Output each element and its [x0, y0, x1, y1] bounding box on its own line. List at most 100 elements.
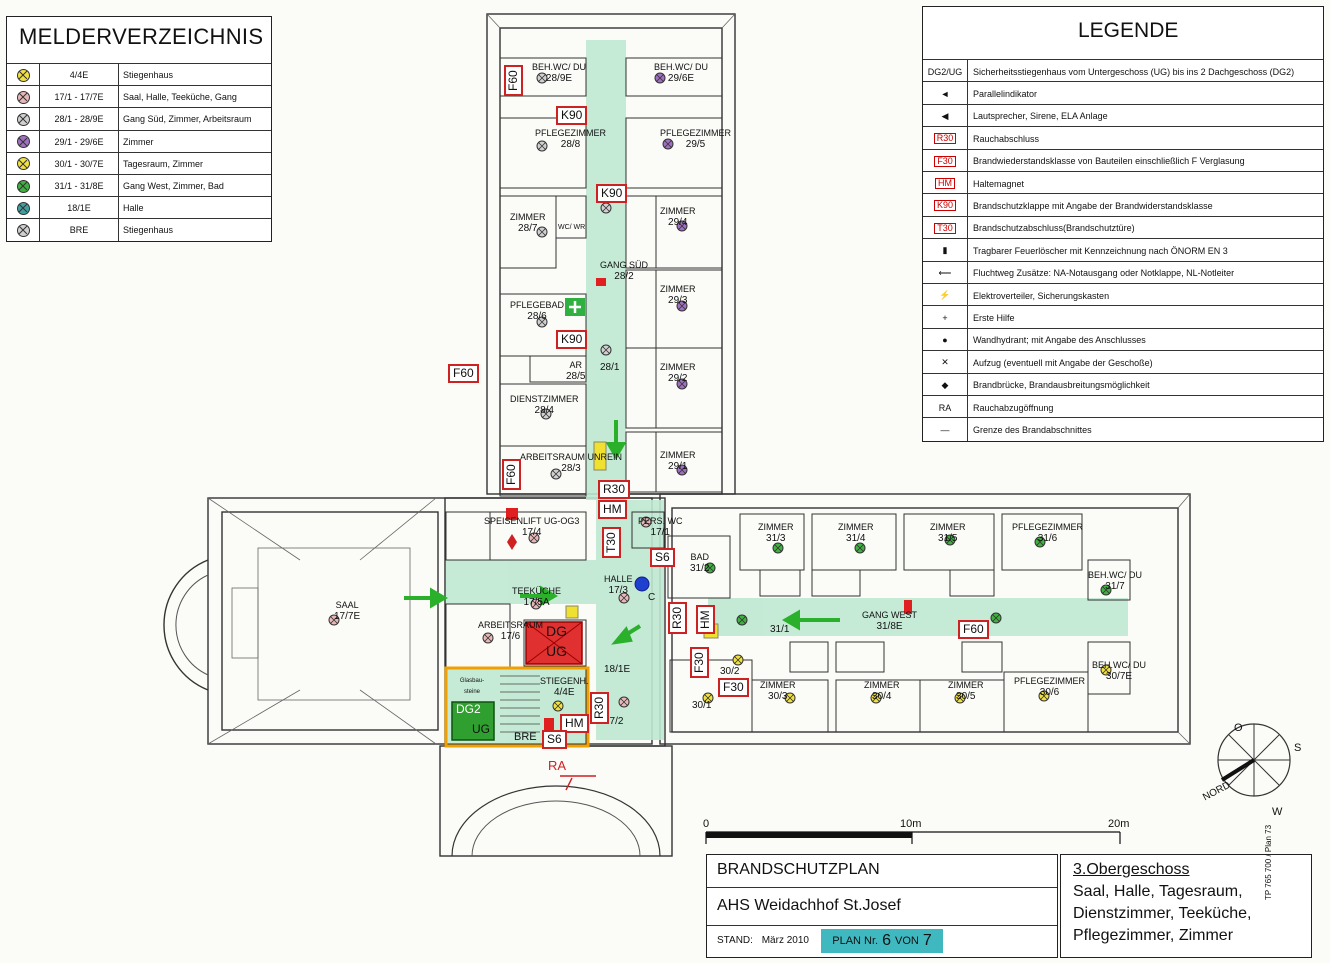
detector-icon	[676, 300, 688, 312]
detector-icon	[482, 632, 494, 644]
detector-code: BRE	[40, 219, 119, 242]
detector-code: 28/1 - 28/9E	[40, 108, 119, 131]
room-number: 28/3	[561, 463, 581, 474]
legend-text: Wandhydrant; mit Angabe des Anschlusses	[973, 335, 1146, 346]
room-number: 30/4	[872, 691, 892, 702]
room-name: SPEISENLIFT UG-OG3	[484, 516, 580, 526]
room-name: AR	[569, 360, 582, 370]
detector-icon	[16, 201, 30, 215]
room-number: 17/5A	[523, 597, 550, 608]
detector-code: 31/1 - 31/8E	[40, 175, 119, 197]
legend-row: ●Wandhydrant; mit Angabe des Anschlusses	[923, 327, 1323, 352]
room-number: 28/6	[527, 311, 547, 322]
room-name: BEH.WC/ DU	[1092, 660, 1146, 670]
room: STIEGENH.4/4E	[540, 676, 589, 698]
detector-icon	[16, 90, 30, 104]
fire-tag: F60	[448, 364, 479, 383]
floor-rooms-2: Dienstzimmer, Teeküche,	[1073, 905, 1252, 922]
legend-row: K90 Brandschutzklappe mit Angabe der Bran…	[923, 193, 1323, 218]
room-number: 17/6	[500, 631, 521, 642]
stair-dg2-label: DG2	[456, 702, 481, 716]
room-name: PFLEGEZIMMER	[1012, 522, 1084, 532]
detector-code: 18/1E	[40, 197, 119, 220]
detector-icon	[618, 696, 630, 708]
detector-desc: Saal, Halle, Teeküche, Gang	[123, 92, 237, 103]
ra-label: RA	[548, 758, 567, 773]
room-number: 30/7E	[1105, 671, 1133, 682]
detector-icon	[676, 378, 688, 390]
room-number: 31/5	[938, 533, 958, 544]
room-number: 30/6	[1039, 687, 1060, 698]
legend-symbol-icon: DG2/UG	[927, 66, 963, 77]
room-name: ZIMMER	[510, 212, 546, 222]
detector-icon	[702, 692, 714, 704]
detector-desc: Halle	[123, 203, 144, 214]
fire-tag: HM	[560, 714, 589, 733]
room-number: 29/1	[668, 461, 688, 472]
detector-icon	[16, 112, 30, 126]
floor-description: 3.Obergeschoss Saal, Halle, Tagesraum, D…	[1060, 854, 1312, 958]
legend-symbol-icon: ✕	[941, 357, 949, 368]
legend-row: —Grenze des Brandabschnittes	[923, 417, 1323, 442]
room-name: PFLEGEZIMMER	[535, 128, 607, 138]
detector-icon	[328, 614, 340, 626]
room-name: ZIMMER	[660, 362, 696, 372]
legend-symbol-icon: ◆	[941, 379, 949, 390]
detector-desc: Tagesraum, Zimmer	[123, 158, 204, 169]
detector-icon	[536, 226, 548, 238]
legend-text: Brandschutzabschluss(Brandschutztüre)	[973, 223, 1135, 234]
room-name: ZIMMER	[948, 680, 984, 690]
legend-text: Brandschutzklappe mit Angabe der Brandwi…	[973, 200, 1213, 211]
detector-icon	[954, 692, 966, 704]
detector-icon	[600, 344, 612, 356]
detector-icon	[704, 562, 716, 574]
legend-text: Grenze des Brandabschnittes	[973, 424, 1092, 435]
detector-icon	[550, 468, 562, 480]
fire-tag: F30	[718, 678, 749, 697]
floor-name: 3.Obergeschoss	[1073, 861, 1190, 878]
legend-text: Brandwiederstandsklasse von Bauteilen ei…	[973, 156, 1245, 167]
bre-label: BRE	[514, 731, 537, 743]
detector-index-title: MELDERVERZEICHNIS	[19, 24, 264, 49]
room-number: 29/2	[668, 373, 688, 384]
fire-tag: F30	[690, 647, 709, 678]
room-number: 31/6	[1037, 533, 1058, 544]
legend-symbol-icon: ⚡	[939, 290, 951, 300]
legend-row: ⟵Fluchtweg Zusätze: NA-Notausgang oder N…	[923, 260, 1323, 285]
room-name: BEH.WC/ DU	[654, 62, 708, 72]
detector-icon	[732, 654, 744, 666]
detector-icon	[1100, 584, 1112, 596]
room-name: ZIMMER	[838, 522, 874, 532]
room-number: 29/5	[685, 139, 706, 150]
plan-total: 7	[922, 932, 932, 949]
legend-text: Elektroverteiler, Sicherungskasten	[973, 290, 1110, 301]
detector-icon	[854, 542, 866, 554]
legend-text: Erste Hilfe	[973, 312, 1015, 323]
legend-symbol-icon: F30	[934, 155, 956, 167]
detector-icon	[944, 534, 956, 546]
floor-rooms-1: Saal, Halle, Tagesraum,	[1073, 883, 1243, 900]
room-number: 31/7	[1105, 581, 1125, 592]
detector-icon	[528, 532, 540, 544]
legend-row: ◄Parallelindikator	[923, 81, 1323, 106]
legend-symbol-icon: K90	[933, 200, 956, 212]
